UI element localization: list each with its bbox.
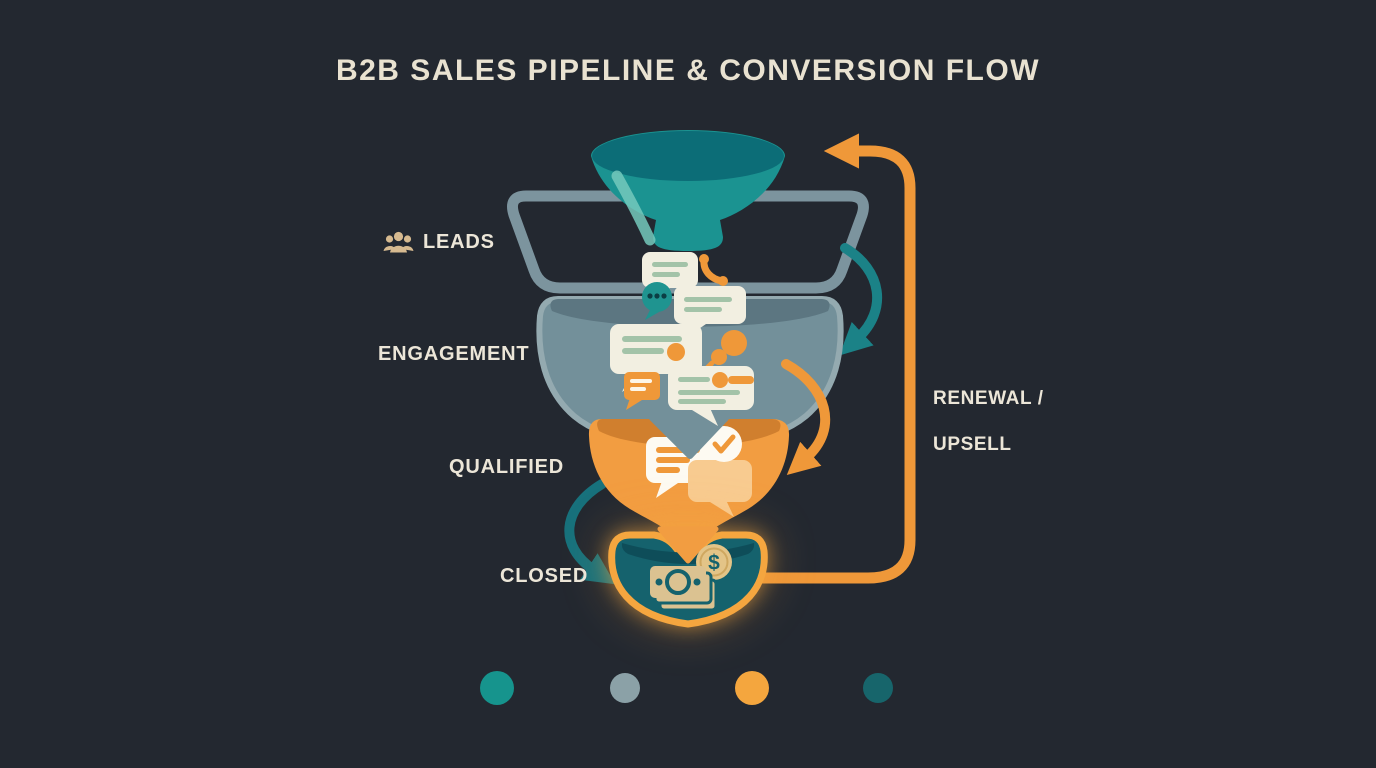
- funnel-mouth: [592, 131, 784, 181]
- stage-closed-shape: $: [608, 526, 768, 628]
- stage-label-closed: CLOSED: [500, 565, 589, 587]
- funnel: [591, 130, 785, 251]
- qualified-chat-bubble-2: [688, 460, 752, 517]
- stage-qualified-shape: [588, 419, 790, 556]
- arrow-qualified-to-closed: [564, 479, 616, 585]
- leads-people-icon: [383, 231, 414, 253]
- chat-square-icon: [624, 372, 660, 410]
- renewal-upsell-label: RENEWAL / UPSELL: [933, 388, 1044, 455]
- timeline: [480, 671, 893, 705]
- stage-label-qualified: QUALIFIED: [449, 456, 564, 478]
- stage-label-leads: LEADS: [383, 230, 495, 254]
- page-title: B2B SALES PIPELINE & CONVERSION FLOW: [335, 54, 1041, 87]
- timeline-dot-3: [735, 671, 769, 705]
- typing-dots-icon: [642, 282, 672, 320]
- check-icon: [706, 426, 742, 462]
- arrow-leads-to-engagement: [839, 243, 883, 356]
- money-icon: $: [650, 544, 732, 612]
- arrow-engagement-to-qualified: [781, 359, 831, 475]
- timeline-dot-4: [863, 673, 893, 703]
- dollar-icon: $: [708, 552, 720, 575]
- timeline-dot-1: [480, 671, 514, 705]
- phone-icon: [699, 254, 728, 286]
- renewal-loop-arrow: [751, 133, 916, 584]
- leads-outline-shape: [507, 190, 869, 294]
- engagement-chat-bubble-2: [668, 366, 754, 426]
- stage-label-engagement: ENGAGEMENT: [378, 343, 530, 365]
- engagement-tip-connector: [649, 415, 729, 459]
- timeline-dot-2: [610, 673, 640, 703]
- funnel-highlight: [611, 170, 656, 246]
- qualified-tip-connector: [657, 526, 719, 564]
